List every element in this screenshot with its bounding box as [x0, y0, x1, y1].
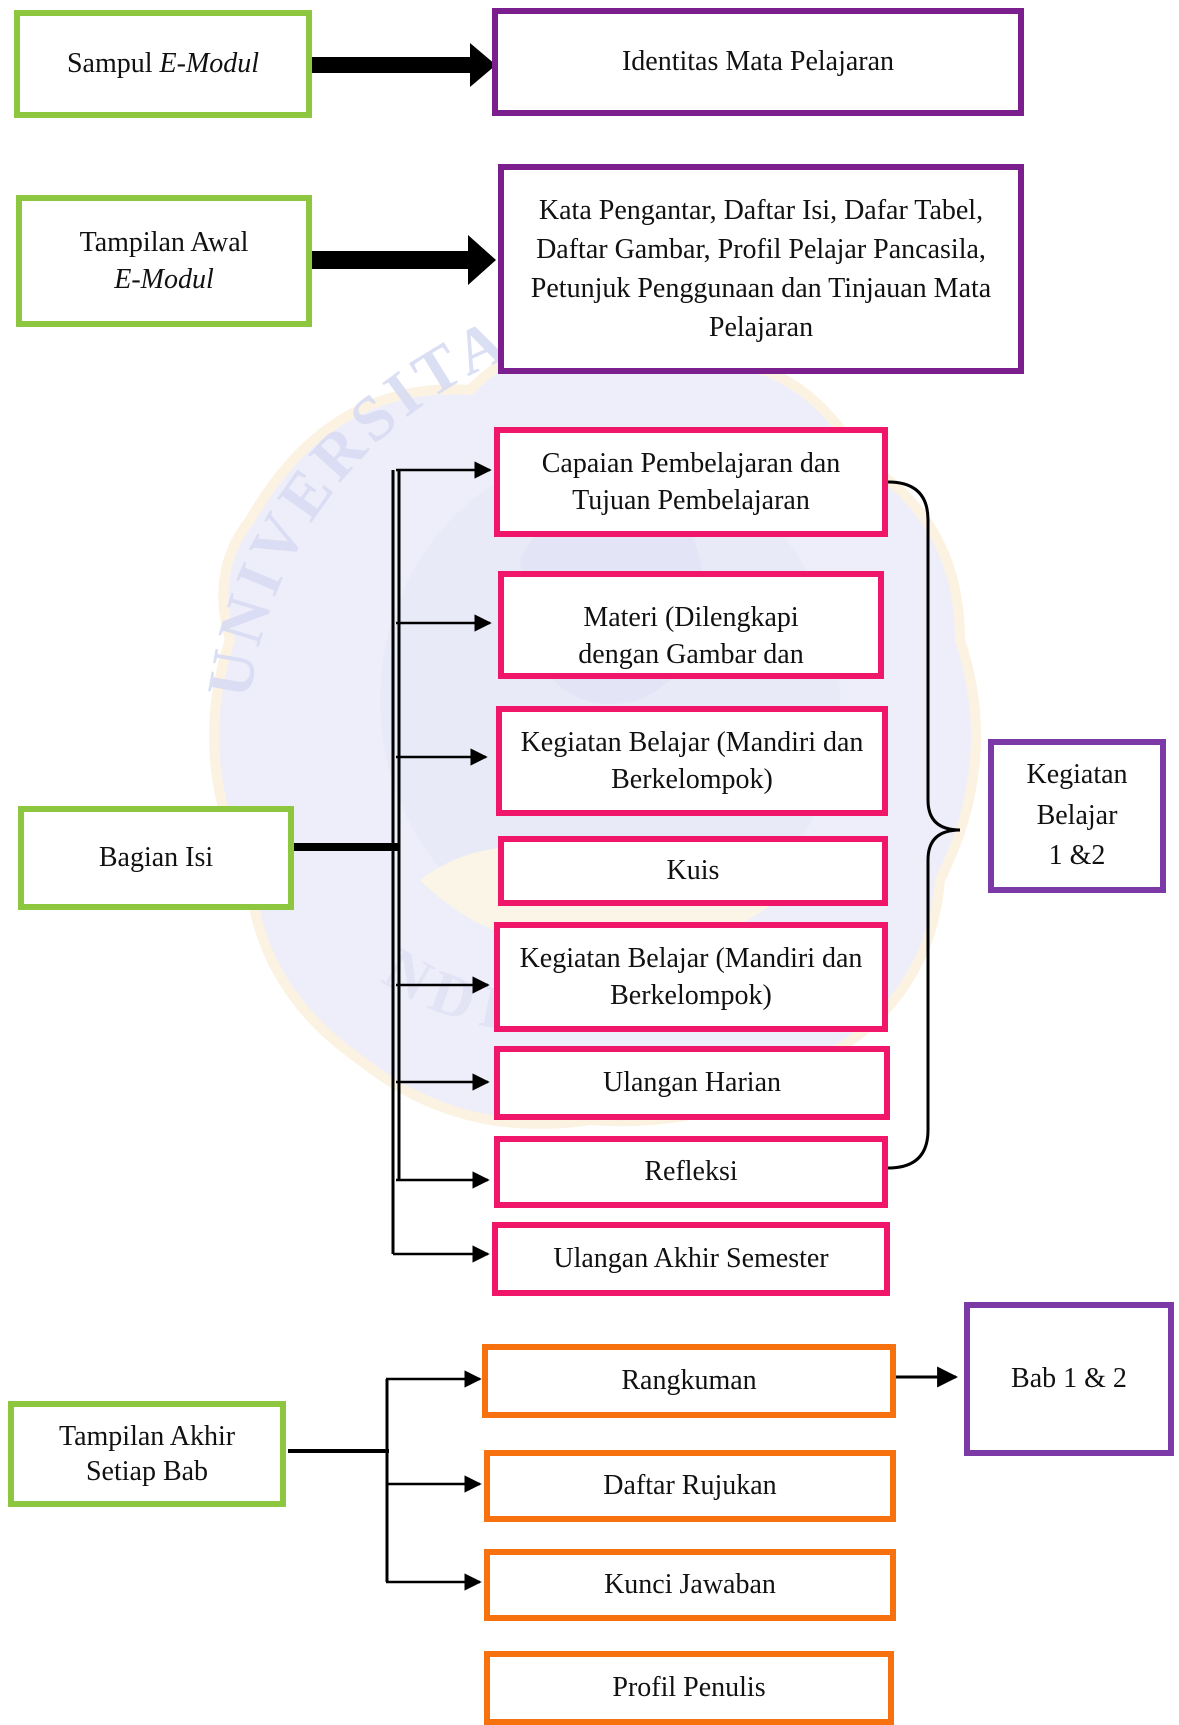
box-sampul-label: Sampul E-Modul — [66, 48, 260, 80]
box-refleksi: Refleksi — [494, 1136, 888, 1208]
arrow-sampul — [310, 43, 496, 87]
box-kunci-jawaban: Kunci Jawaban — [484, 1549, 896, 1621]
box-capaian-pembelajaran: Capaian Pembelajaran dan Tujuan Pembelaj… — [494, 427, 888, 537]
box-kegiatan-belajar-2: Kegiatan Belajar (Mandiri dan Berkelompo… — [494, 922, 888, 1032]
box-kegiatan-belajar-1: Kegiatan Belajar (Mandiri dan Berkelompo… — [496, 706, 888, 816]
box-bab-1-2: Bab 1 & 2 — [964, 1302, 1174, 1456]
box-ulangan-akhir-semester: Ulangan Akhir Semester — [492, 1222, 890, 1296]
box-kegiatan-belajar-label: Kegiatan Belajar 1 &2 — [988, 739, 1166, 893]
curly-bracket — [887, 480, 961, 1170]
box-tampilan-akhir: Tampilan Akhir Setiap Bab — [8, 1401, 286, 1507]
box-tampilan-awal: Tampilan Awal E-Modul — [16, 195, 312, 327]
box-materi: Materi (Dilengkapi dengan Gambar dan — [498, 571, 884, 679]
box-kata-pengantar: Kata Pengantar, Daftar Isi, Dafar Tabel,… — [498, 164, 1024, 374]
box-profil-penulis: Profil Penulis — [484, 1651, 894, 1725]
box-identitas-mata-pelajaran: Identitas Mata Pelajaran — [492, 8, 1024, 116]
box-tampilan-awal-label: Tampilan Awal E-Modul — [79, 226, 249, 295]
box-daftar-rujukan: Daftar Rujukan — [484, 1450, 896, 1522]
box-bagian-isi: Bagian Isi — [18, 806, 294, 910]
tree-bagian-isi — [292, 461, 492, 1263]
box-sampul-emodul: Sampul E-Modul — [14, 10, 312, 118]
arrow-tampilan-awal — [310, 235, 496, 285]
box-rangkuman: Rangkuman — [482, 1344, 896, 1418]
box-ulangan-harian: Ulangan Harian — [494, 1046, 890, 1120]
box-kuis: Kuis — [498, 836, 888, 906]
